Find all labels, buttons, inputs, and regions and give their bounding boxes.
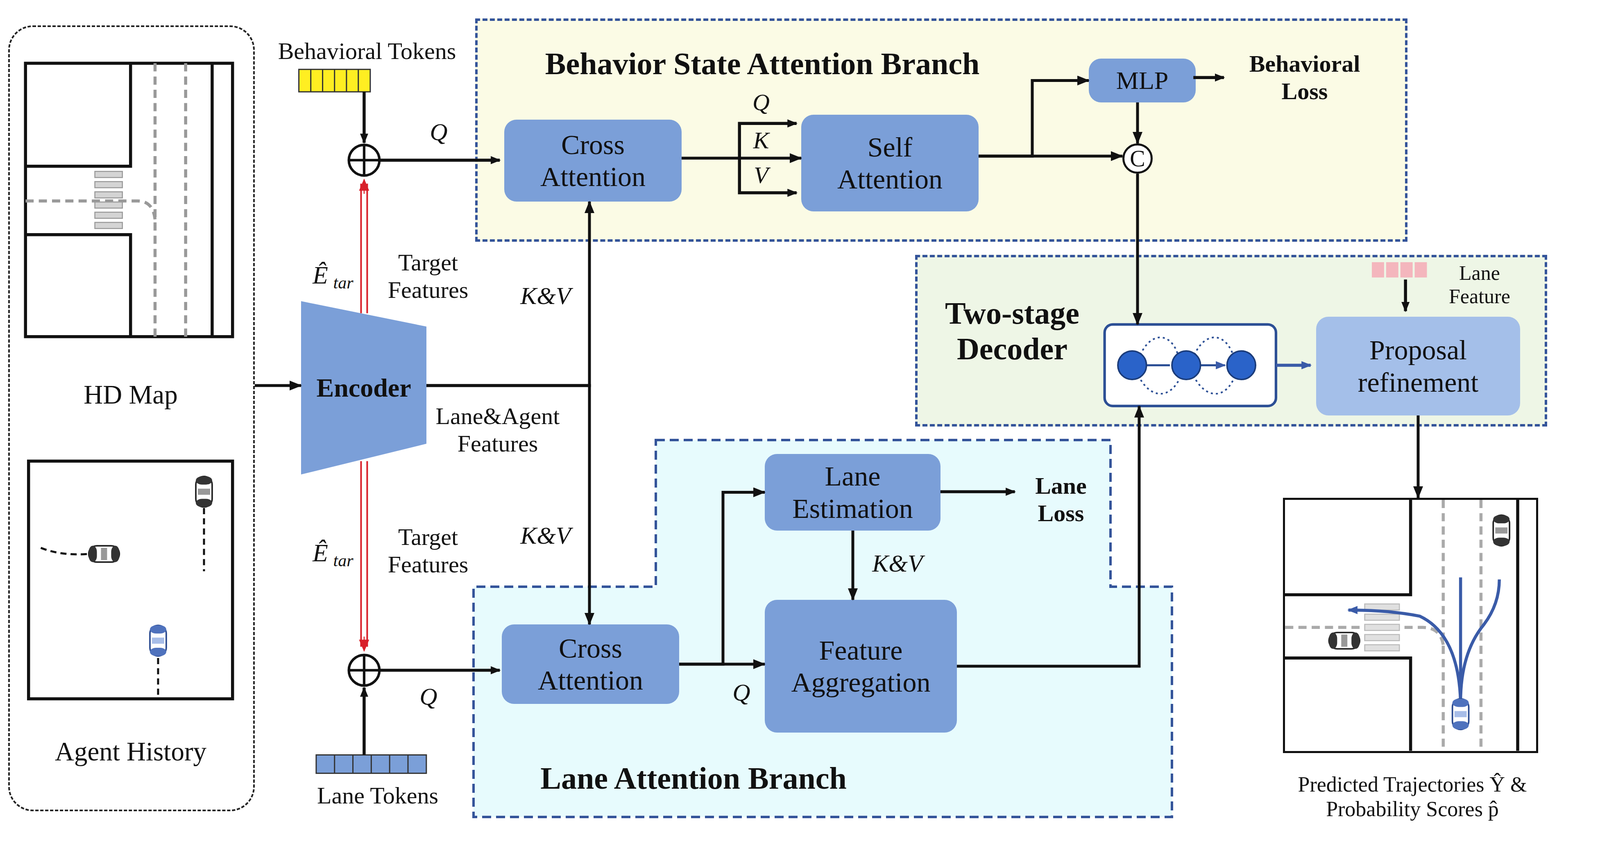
heading-text: Two-stage Decoder xyxy=(926,295,1099,368)
text-label: Lane Loss xyxy=(1019,472,1102,527)
text-label: Target Features xyxy=(378,249,478,304)
box-text: Encoder xyxy=(316,372,411,404)
box-text: Feature Aggregation xyxy=(781,634,941,699)
text-label: Lane Tokens xyxy=(317,781,439,810)
text-holder: Target Features xyxy=(378,249,478,304)
text-holder: K&V xyxy=(520,281,571,311)
text-label: V xyxy=(753,161,769,190)
box-text: MLP xyxy=(1116,65,1169,96)
text-holder: Q xyxy=(732,678,751,707)
attention-block: Self Attention xyxy=(801,114,979,212)
text-holder: Agent History xyxy=(15,736,246,767)
text-holder: Lane Tokens xyxy=(317,781,439,810)
text-holder: Ê xyxy=(312,260,329,290)
connector xyxy=(978,80,1089,157)
concat-circle: C xyxy=(1122,143,1153,174)
text-label: Target Features xyxy=(378,523,478,578)
connector xyxy=(679,492,765,665)
text-holder: Lane Loss xyxy=(1019,472,1102,527)
refinement-block: Proposal refinement xyxy=(1316,316,1521,416)
text-holder: Two-stage Decoder xyxy=(926,295,1099,368)
connector xyxy=(1136,173,1140,325)
encoder: Encoder xyxy=(301,301,427,475)
aggregation-block: Feature Aggregation xyxy=(764,599,957,733)
text-holder: Behavior State Attention Branch xyxy=(455,45,1070,82)
text-holder: Target Features xyxy=(378,523,478,578)
text-label: K xyxy=(753,126,770,155)
edge-label: Q xyxy=(732,678,751,707)
text-holder: HD Map xyxy=(15,379,246,411)
box-text: C xyxy=(1129,145,1145,172)
text-holder: Lane Feature xyxy=(1438,261,1521,309)
heading-text: Lane Attention Branch xyxy=(540,760,847,796)
mlp-block: MLP xyxy=(1088,58,1196,103)
text-holder: Q xyxy=(752,88,770,117)
text-label: Lane&Agent Features xyxy=(428,402,568,458)
text-label: Ê xyxy=(312,260,329,290)
connector xyxy=(978,154,1123,158)
text-holder: tar xyxy=(333,550,354,571)
heading-text: Behavior State Attention Branch xyxy=(545,45,980,82)
connector xyxy=(254,384,302,388)
text-label: Lane Feature xyxy=(1438,261,1521,309)
text-label: tar xyxy=(333,550,354,571)
connector xyxy=(679,662,765,666)
heading-text: Predicted Trajectories Ŷ & Probability S… xyxy=(1281,772,1544,822)
box-text: Lane Estimation xyxy=(785,460,921,524)
attention-block: Cross Attention xyxy=(501,624,680,704)
text-holder: Predicted Trajectories Ŷ & Probability S… xyxy=(1281,772,1544,822)
edge-label: K&V xyxy=(520,521,571,550)
text-label: Q xyxy=(419,682,438,711)
text-holder: Behavioral Tokens xyxy=(278,37,457,66)
text-holder: Behavioral Loss xyxy=(1226,50,1383,105)
text-holder: K&V xyxy=(872,549,923,578)
connector xyxy=(1136,102,1140,144)
text-holder: Ê xyxy=(312,538,329,568)
text-label: Ê xyxy=(312,538,329,568)
connector xyxy=(681,156,802,160)
text-holder: V xyxy=(753,161,769,190)
heading-text: Agent History xyxy=(54,736,207,767)
text-holder: K xyxy=(753,126,770,155)
edge-label: K&V xyxy=(872,549,923,578)
attention-block: Cross Attention xyxy=(504,119,682,202)
heading-text: HD Map xyxy=(83,379,178,411)
text-holder: Q xyxy=(429,117,448,147)
estimation-block: Lane Estimation xyxy=(764,453,941,531)
box-text: Self Attention xyxy=(822,131,958,195)
connector xyxy=(1416,415,1420,498)
connector xyxy=(851,530,855,600)
text-label: Behavioral Tokens xyxy=(278,37,457,66)
box-text: Cross Attention xyxy=(523,632,659,696)
text-label: tar xyxy=(333,272,354,293)
connector xyxy=(956,405,1140,667)
text-label: Q xyxy=(752,88,770,117)
text-holder: Lane Attention Branch xyxy=(488,760,899,796)
connector xyxy=(426,385,590,625)
text-holder: K&V xyxy=(520,521,571,550)
box-text: Proposal refinement xyxy=(1338,333,1499,398)
text-label: Behavioral Loss xyxy=(1226,50,1383,105)
text-holder: Q xyxy=(419,682,438,711)
text-holder: tar xyxy=(333,272,354,293)
edge-label: K&V xyxy=(520,281,571,311)
box-text: Cross Attention xyxy=(525,128,661,193)
text-label: Q xyxy=(429,117,448,147)
text-holder: Lane&Agent Features xyxy=(428,402,568,458)
